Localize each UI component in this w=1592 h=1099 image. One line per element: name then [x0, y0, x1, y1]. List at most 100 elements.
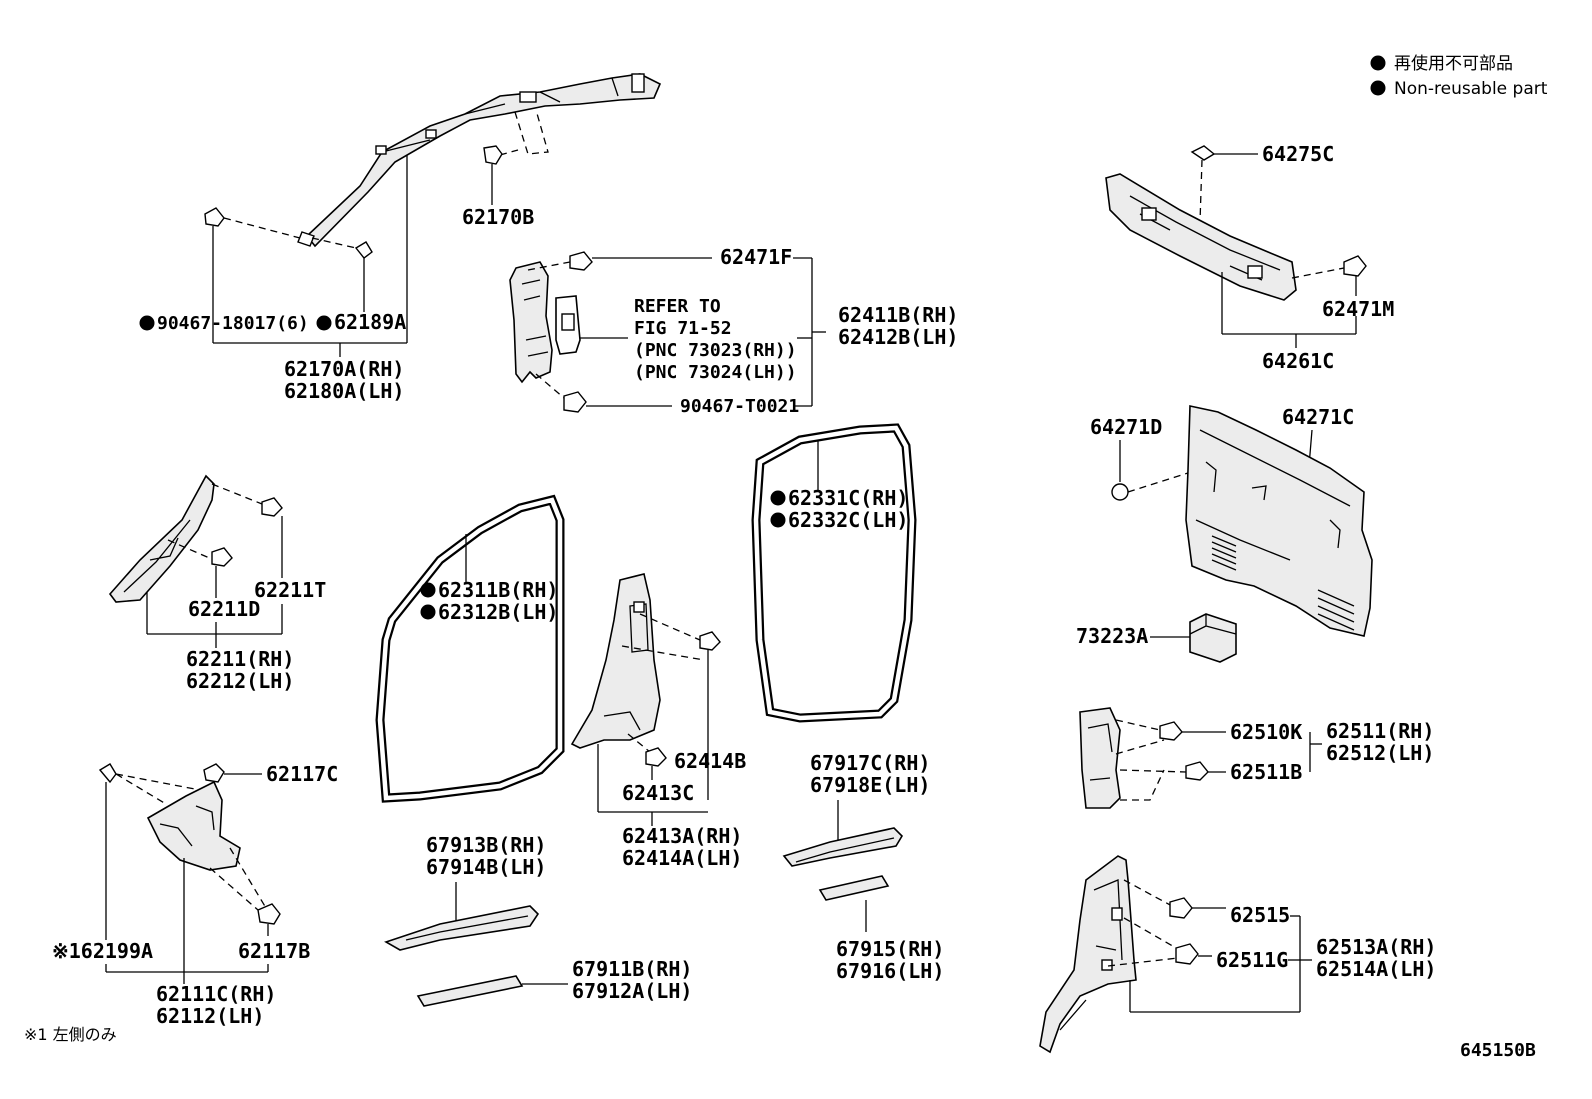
legend-english: Non-reusable part — [1394, 79, 1548, 99]
figure-code: 645150B — [1460, 1040, 1536, 1061]
label-62511B: 62511B — [1230, 760, 1302, 784]
quarter-pillar-upper-garnish — [1079, 707, 1121, 809]
label-62512-LH: 62512(LH) — [1326, 741, 1434, 765]
non-reusable-dot-icon — [420, 604, 436, 620]
rear-side-panel-trim — [1185, 405, 1373, 637]
label-67917C-RH: 67917C(RH) — [810, 751, 930, 775]
speaker-grille — [1211, 535, 1355, 631]
label-67916-LH: 67916(LH) — [836, 959, 944, 983]
clip-62515-icon — [1169, 897, 1193, 919]
clip-62199A-icon — [98, 763, 117, 784]
reference-note-line1: REFER TO — [634, 296, 721, 317]
label-62170B: 62170B — [462, 205, 534, 229]
cowl-side-trim — [146, 780, 241, 871]
label-62414B: 62414B — [674, 749, 746, 773]
label-62515: 62515 — [1230, 903, 1290, 927]
rear-door-weatherstrip — [751, 423, 917, 723]
label-67918E-LH: 67918E(LH) — [810, 773, 930, 797]
label-62511G: 62511G — [1216, 948, 1288, 972]
label-73223A: 73223A — [1076, 624, 1148, 648]
non-reusable-dot-icon — [420, 582, 436, 598]
label-62514A-LH: 62514A(LH) — [1316, 957, 1436, 981]
label-62311B-RH: 62311B(RH) — [438, 578, 558, 602]
label-62111C-RH: 62111C(RH) — [156, 982, 276, 1006]
front-door-weatherstrip — [375, 494, 565, 803]
clip-62117C-icon — [203, 763, 225, 783]
label-67915-RH: 67915(RH) — [836, 937, 944, 961]
label-62412B-LH: 62412B(LH) — [838, 325, 958, 349]
reference-note-line4: (PNC 73024(LH)) — [634, 362, 797, 383]
label-62211T: 62211T — [254, 578, 326, 602]
label-62413A-RH: 62413A(RH) — [622, 824, 742, 848]
clip-64271D-icon — [1111, 483, 1129, 501]
label-62510K: 62510K — [1230, 720, 1302, 744]
footnote: ※1 左側のみ — [24, 1025, 117, 1044]
back-panel-trim — [1105, 173, 1297, 301]
center-pillar-lower-group: 62414B 62413C 62413A(RH) 62414A(LH) — [570, 573, 746, 870]
rear-scuff-plate-group: 67917C(RH) 67918E(LH) 67915(RH) 67916(LH… — [782, 751, 944, 983]
label-67914B-LH: 67914B(LH) — [426, 855, 546, 879]
non-reusable-dot-icon — [316, 315, 332, 331]
label-62513A-RH: 62513A(RH) — [1316, 935, 1436, 959]
center-pillar-group: 62471F 90467-T0021 62411B(RH) 62412B(LH)… — [509, 245, 958, 417]
clip-62471M-icon — [1343, 255, 1367, 277]
clip-62511G-icon — [1175, 943, 1199, 965]
legend-japanese: 再使用不可部品 — [1394, 53, 1513, 74]
label-62414A-LH: 62414A(LH) — [622, 846, 742, 870]
center-pillar-garnish — [509, 261, 553, 384]
label-62117B: 62117B — [238, 939, 310, 963]
clip-64275C-icon — [1190, 145, 1216, 161]
legend: 再使用不可部品 Non-reusable part — [1370, 53, 1548, 99]
non-reusable-dot-icon — [139, 315, 155, 331]
label-67911B-RH: 67911B(RH) — [572, 957, 692, 981]
label-62511-RH: 62511(RH) — [1326, 719, 1434, 743]
center-pillar-lower-garnish — [570, 573, 661, 749]
rear-side-panel-group: 64271D 64271C 73223A — [1076, 405, 1373, 663]
label-62189A: 62189A — [334, 310, 406, 334]
non-reusable-dot-icon — [770, 490, 786, 506]
front-door-weatherstrip-group: 62311B(RH) 62312B(LH) — [375, 494, 565, 803]
clip-62511B-icon — [1185, 761, 1209, 781]
label-62211D: 62211D — [188, 597, 260, 621]
box-73223A-icon — [1189, 613, 1237, 663]
label-62180A-LH: 62180A(LH) — [284, 379, 404, 403]
sliding-step-cover — [818, 875, 890, 901]
clip-62211D-icon — [211, 547, 233, 567]
quarter-pillar-upper-group: 62510K 62511B 62511(RH) 62512(LH) — [1079, 707, 1434, 809]
rear-pillar-lower-garnish — [1039, 855, 1137, 1054]
non-reusable-dot-icon — [770, 512, 786, 528]
label-62212-LH: 62212(LH) — [186, 669, 294, 693]
label-90467-18017: 90467-18017(6) — [157, 313, 309, 334]
rear-pillar-lower-group: 62515 62511G 62513A(RH) 62514A(LH) — [1039, 855, 1436, 1054]
label-62117C: 62117C — [266, 762, 338, 786]
label-62312B-LH: 62312B(LH) — [438, 600, 558, 624]
label-67912A-LH: 67912A(LH) — [572, 979, 692, 1003]
label-64271D: 64271D — [1090, 415, 1162, 439]
clip-62471F-icon — [569, 251, 593, 271]
label-62211-RH: 62211(RH) — [186, 647, 294, 671]
label-62112-LH: 62112(LH) — [156, 1004, 264, 1028]
cowl-side-trim-group: ※162199A 62117C 62117B 62111C(RH) 62112(… — [52, 762, 338, 1028]
label-62170A-RH: 62170A(RH) — [284, 357, 404, 381]
label-62331C-RH: 62331C(RH) — [788, 486, 908, 510]
label-64275C: 64275C — [1262, 142, 1334, 166]
label-64261C: 64261C — [1262, 349, 1334, 373]
non-reusable-dot-icon — [1370, 55, 1386, 71]
label-90467-T0021: 90467-T0021 — [680, 396, 799, 417]
reference-note-line2: FIG 71-52 — [634, 318, 732, 339]
roof-side-garnish — [305, 73, 662, 248]
clip-62413C-icon — [645, 747, 667, 767]
front-scuff-plate-group: 67913B(RH) 67914B(LH) 67911B(RH) 67912A(… — [384, 833, 692, 1007]
non-reusable-dot-icon — [1370, 80, 1386, 96]
reference-note-line3: (PNC 73023(RH)) — [634, 340, 797, 361]
clip-62117B-icon — [257, 903, 281, 925]
label-64271C: 64271C — [1282, 405, 1354, 429]
label-62471M: 62471M — [1322, 297, 1394, 321]
clip-90467-T0021-icon — [563, 391, 587, 413]
front-pillar-garnish — [108, 474, 215, 603]
clip-62211T-icon — [261, 497, 283, 517]
front-pillar-group: 62211T 62211D 62211(RH) 62212(LH) — [108, 474, 326, 693]
label-67913B-RH: 67913B(RH) — [426, 833, 546, 857]
clip-62414B-icon — [699, 631, 721, 651]
back-panel-trim-group: 64275C 62471M 64261C — [1105, 142, 1394, 373]
